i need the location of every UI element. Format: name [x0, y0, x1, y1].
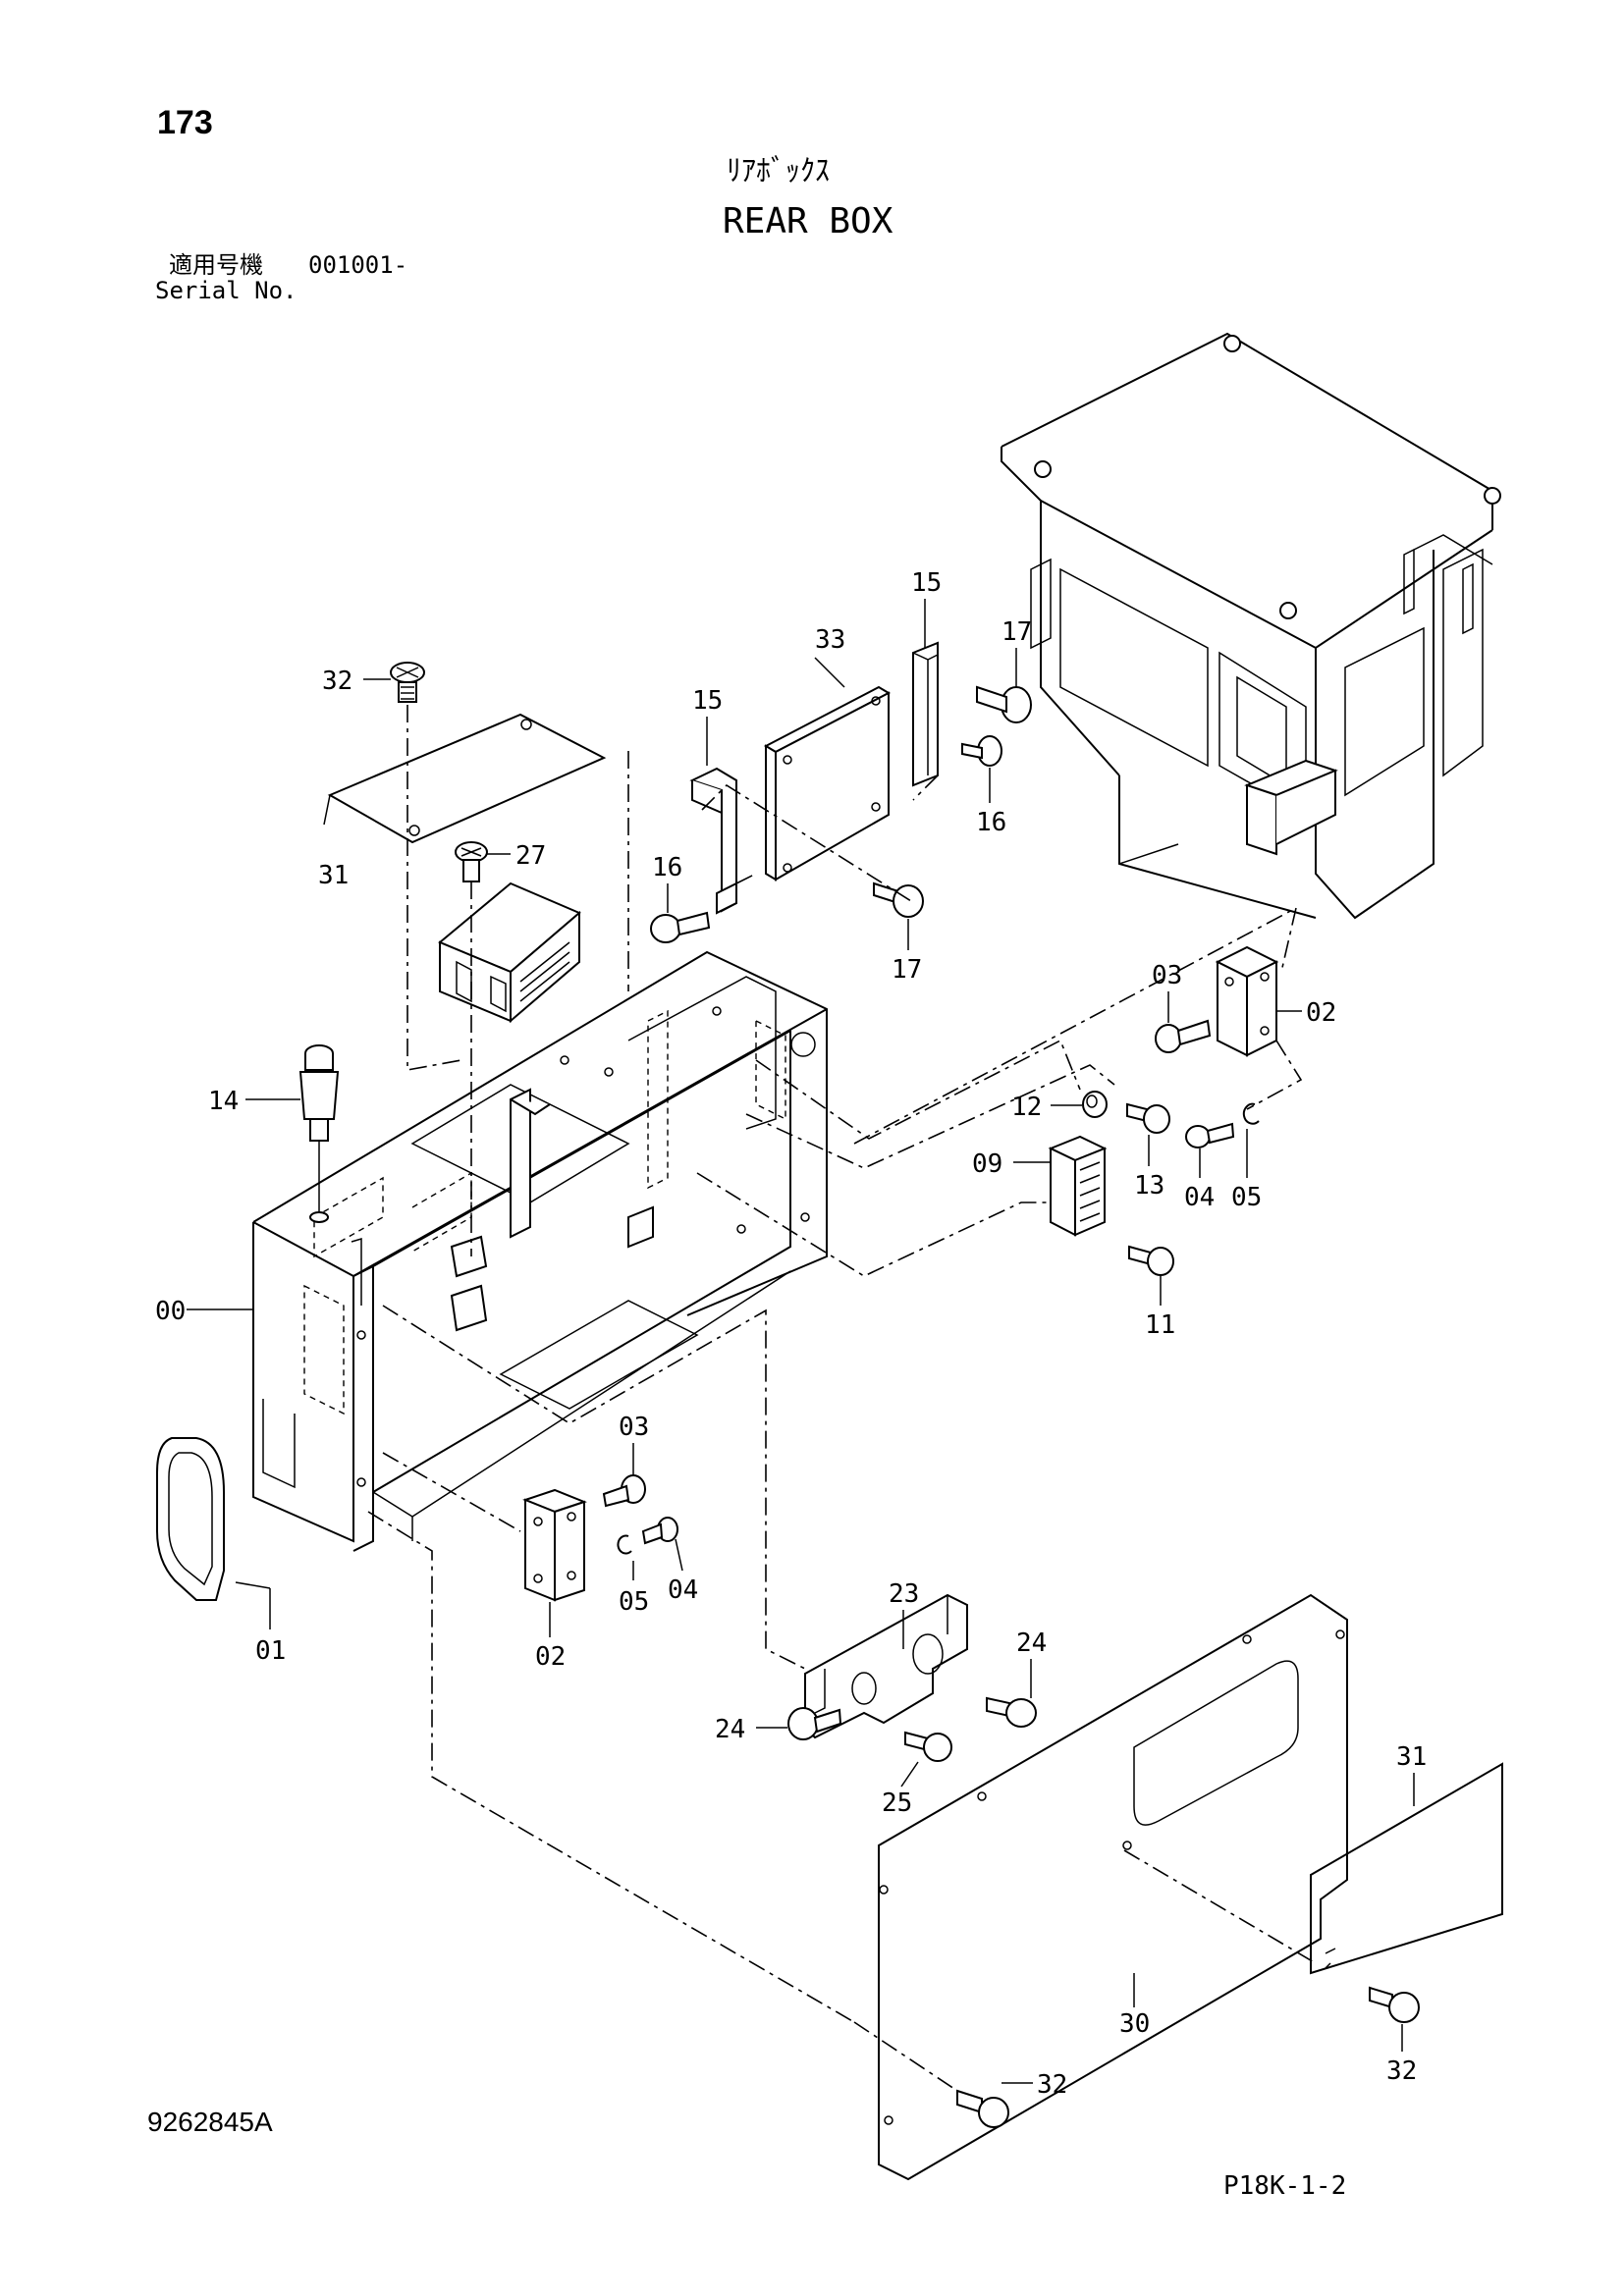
callout-05-right: 05 — [1231, 1183, 1262, 1212]
terminal-02-right: 02 — [1215, 945, 1336, 1057]
callout-04-lower: 04 — [668, 1575, 698, 1605]
bracket-15-right: 15 — [911, 568, 942, 787]
callout-24-right: 24 — [1016, 1629, 1047, 1658]
callout-31-side: 31 — [1396, 1742, 1427, 1772]
controller-unit: 33 — [763, 625, 892, 881]
relay-block: 27 — [438, 841, 581, 1024]
washer-05-lower: 05 — [617, 1534, 649, 1617]
callout-24-left: 24 — [715, 1715, 745, 1744]
bolt-24-left: 24 — [715, 1707, 842, 1744]
callout-17-upper: 17 — [1001, 617, 1032, 647]
screw-13: 13 — [1126, 1102, 1170, 1201]
screw-03-lower: 03 — [602, 1413, 649, 1508]
callout-33: 33 — [815, 625, 845, 655]
rear-box-frame: 00 — [155, 950, 828, 1552]
terminal-02-lower: 02 — [522, 1488, 587, 1672]
serial-label-english: Serial No. — [155, 277, 298, 304]
page-number: 173 — [157, 104, 213, 141]
bolt-17-upper: 17 — [976, 617, 1032, 723]
page-code: P18K-1-2 — [1223, 2171, 1347, 2201]
callout-32-top: 32 — [322, 667, 352, 696]
side-cover-31: 31 — [1310, 1742, 1503, 1975]
drawing-number: 9262845A — [147, 2107, 273, 2137]
callout-02-right: 02 — [1306, 998, 1336, 1028]
callout-30: 30 — [1119, 2009, 1150, 2039]
cab-assembly — [1001, 332, 1501, 920]
title-english: REAR BOX — [723, 201, 893, 241]
callout-31-top: 31 — [318, 861, 349, 890]
callout-01: 01 — [255, 1636, 286, 1666]
assembly-leader-lines — [367, 705, 1317, 2092]
bolt-24-right: 24 — [986, 1629, 1047, 1728]
bolt-16-left: 16 — [650, 853, 711, 943]
callout-04-right: 04 — [1184, 1183, 1215, 1212]
grommet-12: 12 — [1011, 1091, 1108, 1122]
handle-01: 01 — [156, 1437, 286, 1666]
callout-14: 14 — [208, 1087, 239, 1116]
callout-12: 12 — [1011, 1093, 1042, 1122]
screw-32-top: 32 — [322, 662, 425, 703]
screw-03-right: 03 — [1152, 961, 1212, 1053]
screw-04-right: 04 — [1184, 1122, 1235, 1212]
callout-15-right: 15 — [911, 568, 942, 598]
title-japanese: ﾘｱﾎﾞｯｸｽ — [727, 154, 830, 188]
callout-09: 09 — [972, 1149, 1002, 1179]
callout-27: 27 — [515, 841, 546, 871]
callout-16-right: 16 — [976, 808, 1006, 837]
callout-25: 25 — [882, 1789, 912, 1818]
callout-00: 00 — [155, 1297, 186, 1326]
bolt-17-lower: 17 — [873, 881, 924, 985]
callout-03-right: 03 — [1152, 961, 1182, 990]
top-cover-plate: 31 — [318, 713, 607, 890]
terminal-block-09: 09 — [972, 1135, 1108, 1237]
callout-32-right: 32 — [1386, 2056, 1417, 2086]
screw-11: 11 — [1128, 1245, 1175, 1340]
bracket-15-left: 15 — [689, 686, 737, 915]
bolt-16-right: 16 — [961, 735, 1006, 837]
callout-03-lower: 03 — [619, 1413, 649, 1442]
callout-17-lower: 17 — [892, 955, 922, 985]
washer-05-right: 05 — [1231, 1102, 1262, 1212]
callout-05-lower: 05 — [619, 1587, 649, 1617]
serial-label-japanese: 適用号機 — [169, 251, 263, 279]
bolt-25: 25 — [882, 1731, 952, 1818]
callout-11: 11 — [1145, 1310, 1175, 1340]
screw-32-right: 32 — [1369, 1986, 1420, 2086]
callout-23: 23 — [889, 1579, 919, 1609]
cigarette-lighter-socket: 14 — [208, 1044, 340, 1223]
callout-02-lower: 02 — [535, 1642, 566, 1672]
rear-panel-30: 30 — [878, 1593, 1348, 2181]
callout-13: 13 — [1134, 1171, 1164, 1201]
screw-32-bottom: 32 — [956, 2070, 1067, 2128]
serial-number-value: 001001- — [308, 251, 408, 279]
callout-16-left: 16 — [652, 853, 682, 882]
callout-32-bottom: 32 — [1037, 2070, 1067, 2100]
screw-04-lower: 04 — [641, 1517, 698, 1605]
callout-15-left: 15 — [692, 686, 723, 716]
